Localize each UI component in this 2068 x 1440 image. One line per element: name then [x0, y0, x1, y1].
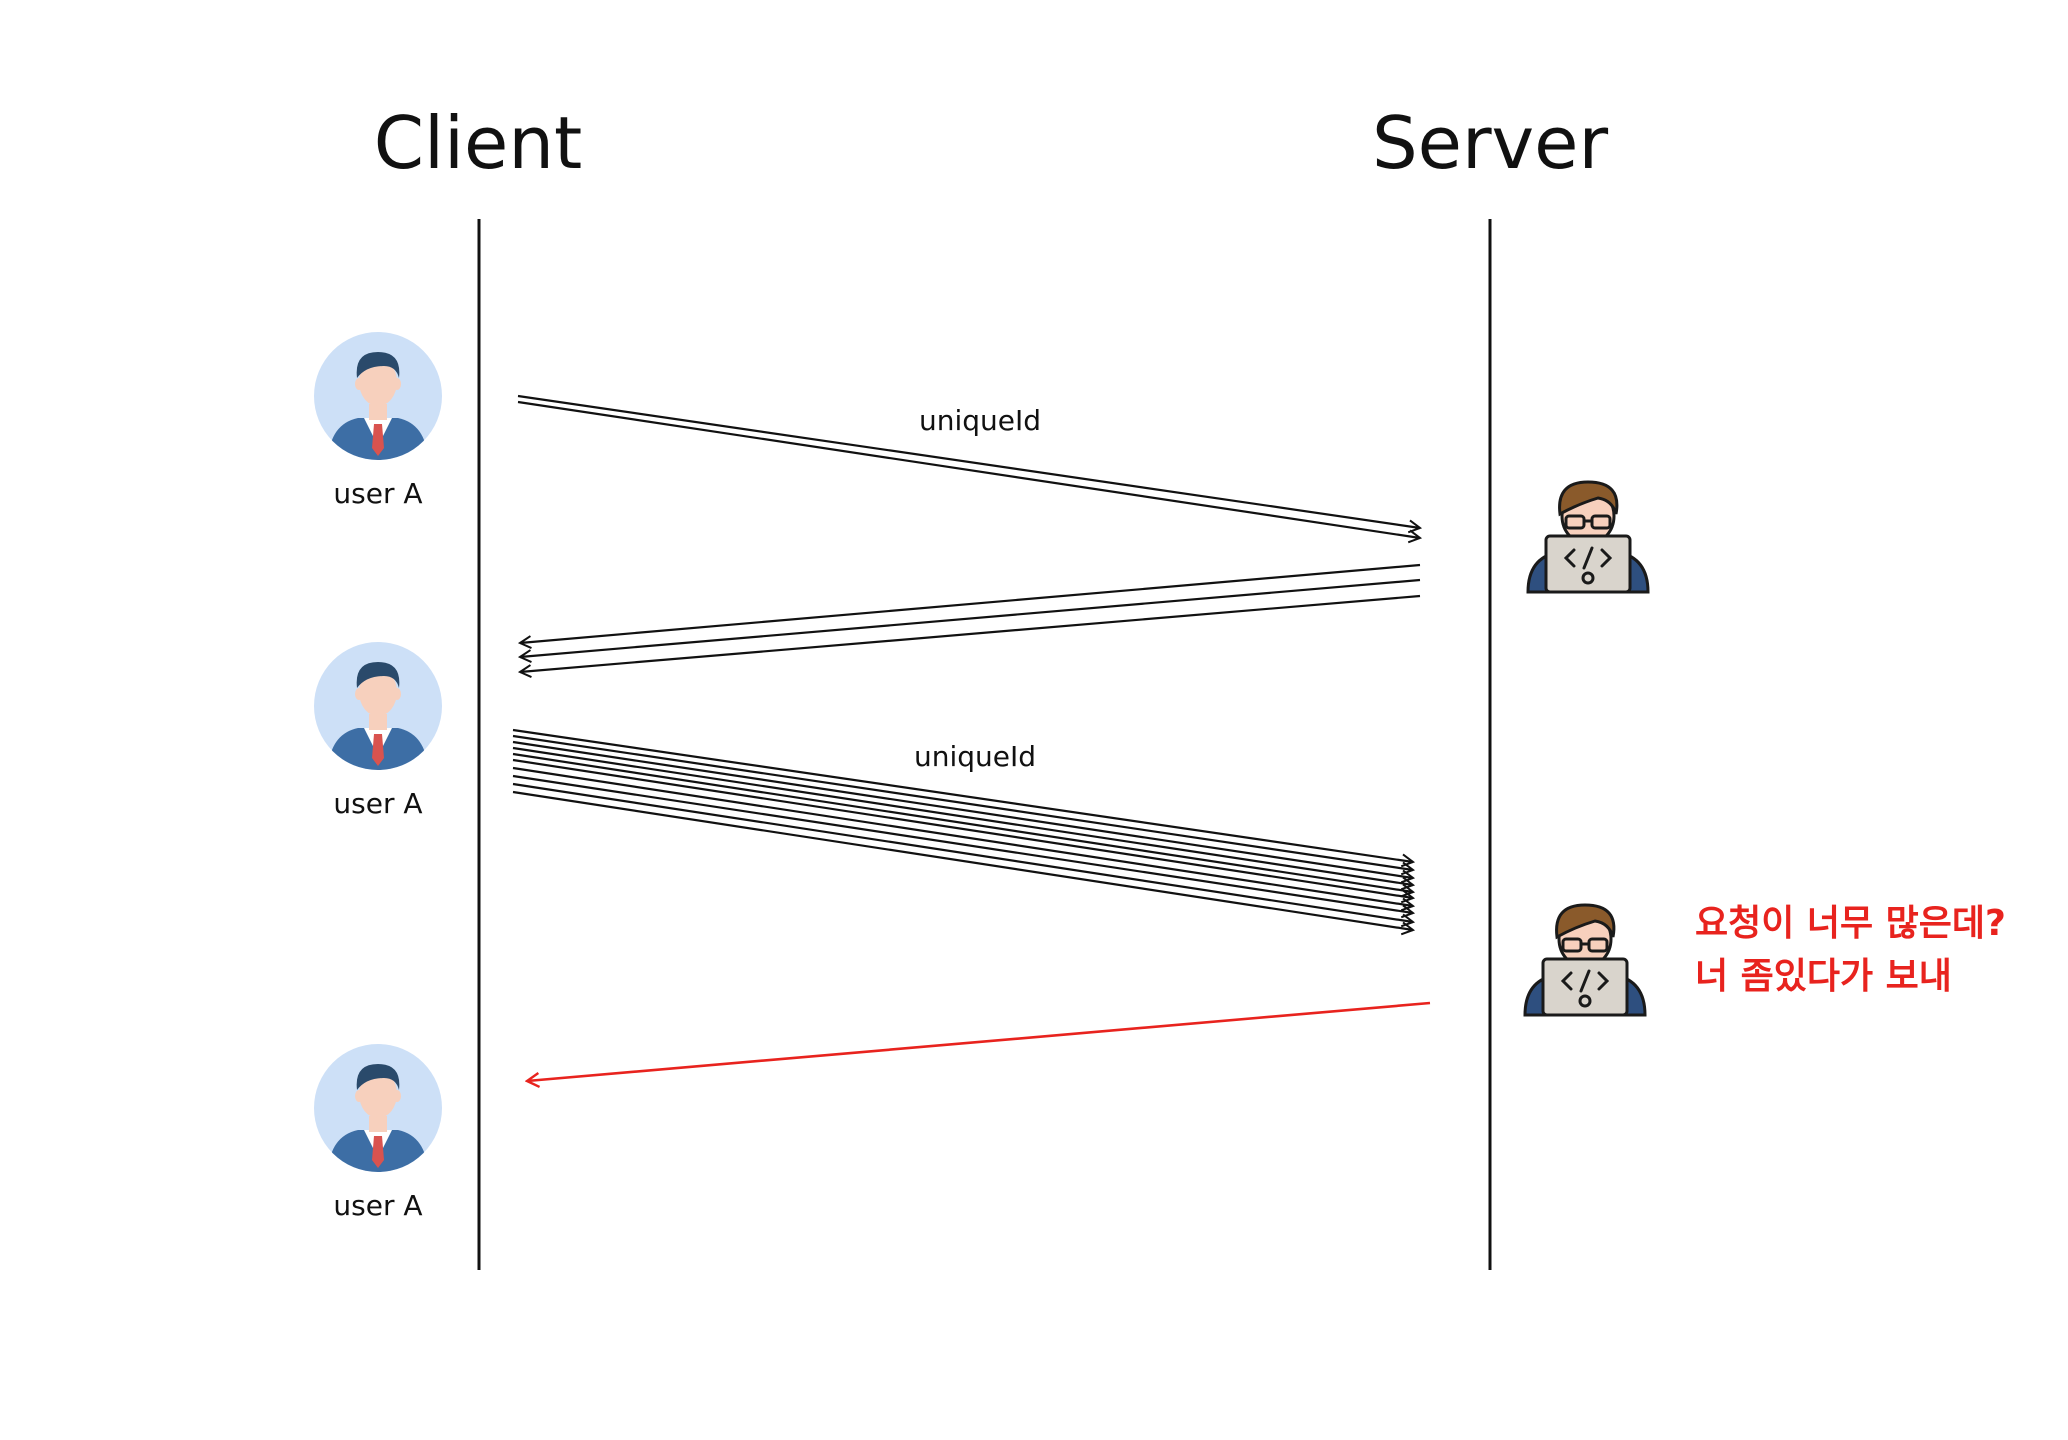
server-alert-line-1: 요청이 너무 많은데?: [1695, 903, 2006, 944]
server-alert-line-2: 너 좀있다가 보내: [1695, 956, 1952, 997]
message-label-uniqueid: uniqueId: [919, 404, 1041, 437]
developer-laptop-icon: [1523, 903, 1647, 1017]
rate-limit-response-arrow: [527, 1001, 1431, 1081]
request-arrow: [517, 400, 1420, 538]
businessman-avatar-icon: [314, 332, 442, 460]
businessman-avatar-icon: [314, 642, 442, 770]
response-arrow: [520, 594, 1421, 672]
request-burst-arrow: [512, 782, 1413, 922]
user-label: user A: [333, 1189, 422, 1222]
user-label: user A: [333, 787, 422, 820]
developer-laptop-icon: [1526, 480, 1650, 594]
request-burst-arrow: [512, 758, 1413, 898]
message-label-uniqueid: uniqueId: [914, 740, 1036, 773]
request-burst-arrow: [512, 746, 1413, 885]
user-label: user A: [333, 477, 422, 510]
request-burst-arrow: [512, 774, 1413, 913]
request-burst-arrow: [512, 728, 1413, 862]
request-burst-arrow: [512, 766, 1413, 906]
request-burst-arrow: [512, 740, 1413, 878]
server-header: Server: [1372, 101, 1609, 185]
response-arrow: [520, 563, 1421, 643]
request-arrow: [517, 394, 1420, 528]
request-burst-arrow: [512, 752, 1413, 892]
request-burst-arrow: [512, 790, 1413, 930]
businessman-avatar-icon: [314, 1044, 442, 1172]
response-arrow: [520, 578, 1421, 657]
client-header: Client: [374, 101, 582, 185]
request-burst-arrow: [512, 734, 1413, 870]
